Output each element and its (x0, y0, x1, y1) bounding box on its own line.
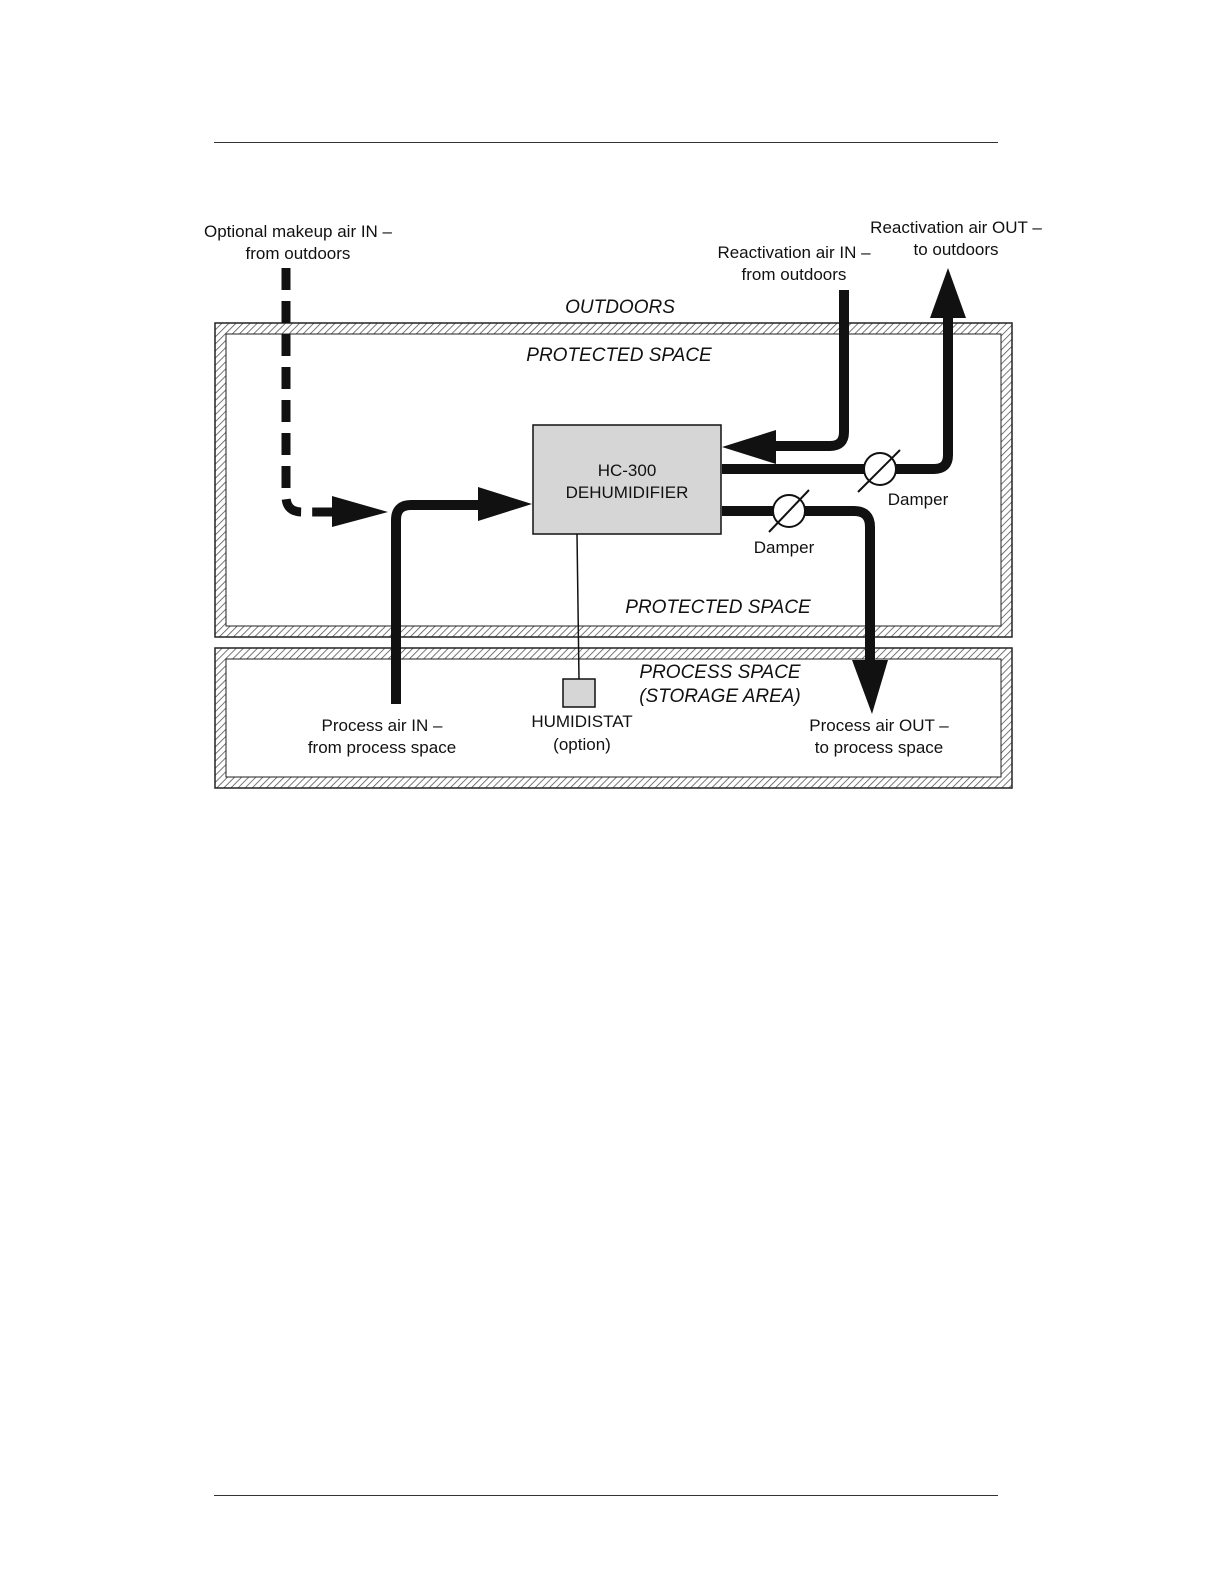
humidistat-box (562, 678, 596, 708)
makeup-air-label-2: from outdoors (246, 244, 351, 263)
dehumidifier-unit (532, 424, 722, 535)
damper-upper-icon (857, 449, 901, 493)
reactivation-in-label: Reactivation air IN – (717, 243, 871, 262)
damper-upper-label: Damper (888, 490, 949, 509)
dehumidifier-label-2: DEHUMIDIFIER (566, 483, 689, 502)
reactivation-out-label: Reactivation air OUT – (870, 218, 1042, 237)
humidistat-label-2: (option) (553, 735, 611, 754)
process-in-label-2: from process space (308, 738, 456, 757)
reactivation-out-label-2: to outdoors (913, 240, 998, 259)
reactivation-in-label-2: from outdoors (742, 265, 847, 284)
damper-lower-icon (768, 489, 810, 533)
process-out-label-2: to process space (815, 738, 944, 757)
header-rule (214, 142, 998, 143)
process-in-label: Process air IN – (322, 716, 443, 735)
humidistat-wire (576, 533, 580, 680)
reactivation-air-in-flow (722, 290, 849, 464)
process-space-wall (214, 647, 1013, 789)
damper-lower-label: Damper (754, 538, 815, 557)
makeup-air-arrowhead (332, 496, 388, 527)
process-out-label: Process air OUT – (809, 716, 949, 735)
process-air-in-flow (391, 487, 532, 704)
reactivation-air-out-flow (722, 268, 966, 474)
dehumidifier-label: HC-300 (598, 461, 657, 480)
reactivation-air-out-arrowhead (930, 268, 966, 318)
makeup-air-flow (281, 268, 388, 527)
process-air-out-flow (722, 506, 888, 714)
process-space-label-2: (STORAGE AREA) (639, 686, 801, 707)
protected-space-bottom-label: PROTECTED SPACE (625, 597, 811, 618)
process-space-label: PROCESS SPACE (639, 662, 801, 683)
footer-rule (214, 1495, 998, 1496)
humidistat-label: HUMIDISTAT (531, 712, 632, 731)
makeup-air-label: Optional makeup air IN – (204, 222, 393, 241)
outdoors-label: OUTDOORS (565, 297, 675, 318)
process-air-in-arrowhead (478, 487, 532, 521)
process-air-out-arrowhead (852, 660, 888, 714)
reactivation-air-in-arrowhead (722, 430, 776, 464)
protected-space-top-label: PROTECTED SPACE (526, 345, 712, 366)
